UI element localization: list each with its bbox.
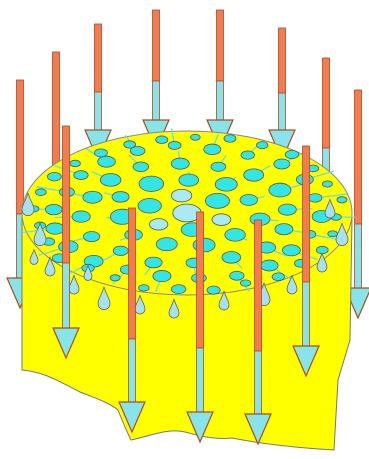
pore: [156, 238, 177, 251]
pore: [113, 246, 128, 255]
arrow-shaft: [323, 58, 330, 148]
pore: [282, 245, 300, 256]
arrow-shaft: [153, 10, 160, 81]
arrow-shaft-water: [63, 263, 70, 328]
pore: [112, 192, 129, 203]
pore: [278, 204, 296, 215]
pore: [156, 136, 168, 144]
arrow-shaft-water: [153, 81, 160, 120]
pore: [261, 260, 279, 271]
arrow-shaft-water: [197, 348, 204, 412]
pore: [241, 151, 254, 159]
pore: [72, 211, 90, 222]
pore: [35, 189, 46, 196]
pore: [328, 231, 338, 237]
arrow-shaft: [197, 212, 204, 348]
pore: [83, 231, 99, 241]
pore: [191, 134, 201, 140]
pore: [94, 149, 107, 157]
pore: [322, 181, 332, 187]
pore: [179, 174, 199, 186]
arrow-shaft-water: [129, 339, 136, 402]
pore: [224, 135, 236, 142]
pore: [45, 204, 62, 214]
pore: [222, 252, 241, 264]
pore: [83, 191, 102, 203]
pore: [308, 194, 322, 202]
pore: [145, 257, 162, 268]
pore: [74, 171, 88, 180]
pore: [240, 280, 250, 286]
pore: [240, 194, 258, 205]
pore: [244, 169, 264, 181]
pore: [337, 197, 347, 203]
pore: [272, 273, 284, 281]
pore: [316, 246, 328, 253]
arrow-shaft-water: [279, 93, 286, 130]
pore: [70, 160, 80, 167]
pore: [171, 189, 191, 202]
arrow-shaft: [17, 80, 24, 214]
pore: [149, 219, 167, 230]
arrow-shaft: [53, 52, 60, 165]
arrow-shaft: [303, 146, 310, 282]
pore: [207, 286, 220, 294]
pore: [47, 172, 61, 181]
pore: [139, 285, 150, 292]
arrow-shaft: [95, 24, 102, 92]
pore: [215, 177, 237, 191]
pore: [256, 142, 267, 149]
pore: [100, 174, 121, 187]
down-arrow-icon: [269, 28, 295, 160]
arrow-shaft: [217, 10, 224, 81]
pore: [230, 271, 244, 280]
pore: [269, 183, 291, 197]
pore: [124, 141, 136, 148]
pore: [212, 214, 231, 226]
arrow-shaft-water: [355, 224, 362, 288]
pore: [285, 150, 298, 158]
pore: [171, 158, 189, 169]
pore: [168, 141, 181, 149]
arrow-shaft: [279, 28, 286, 93]
arrow-shaft: [355, 90, 362, 224]
pore: [274, 159, 290, 169]
pore: [139, 176, 164, 191]
pore: [110, 275, 120, 281]
arrow-shaft: [255, 220, 262, 351]
arrow-shaft-water: [217, 81, 224, 120]
pore: [153, 270, 171, 281]
arrow-shaft-water: [95, 92, 102, 130]
pore: [98, 156, 116, 167]
pore: [138, 199, 161, 214]
arrow-shaft: [63, 126, 70, 263]
arrow-shaft-water: [303, 282, 310, 346]
pore: [133, 162, 149, 172]
pore: [211, 162, 226, 171]
pore: [205, 193, 229, 208]
pore: [275, 224, 293, 235]
down-arrow-icon: [143, 10, 169, 150]
pore: [171, 285, 185, 294]
arrow-shaft-water: [255, 351, 262, 414]
down-arrow-icon: [207, 10, 233, 150]
pore: [204, 144, 221, 155]
arrow-shaft: [129, 208, 136, 339]
pore: [225, 228, 245, 241]
pore: [46, 223, 64, 234]
down-arrow-icon: [85, 24, 111, 160]
